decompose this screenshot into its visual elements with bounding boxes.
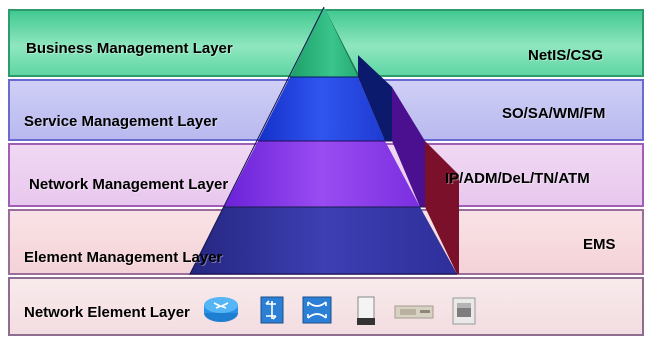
pyramid-side-service	[358, 55, 392, 141]
switch-icon	[260, 296, 284, 324]
pyramid-network-segment	[224, 141, 420, 207]
crossconnect-icon	[302, 296, 332, 324]
business-layer-label: Business Management Layer	[26, 40, 233, 57]
server-icon	[357, 296, 375, 325]
rack-equipment-icon	[394, 305, 434, 319]
element-layer-label: Element Management Layer	[24, 249, 223, 266]
pyramid-side-business	[324, 7, 360, 77]
pyramid-business-segment	[290, 7, 360, 77]
pyramid-element-segment	[190, 207, 457, 274]
network-element-layer-label: Network Element Layer	[24, 304, 190, 321]
router-icon	[204, 297, 238, 322]
element-systems-label: EMS	[583, 236, 616, 253]
pyramid-side-element	[425, 141, 459, 274]
pyramid-service-segment	[258, 77, 385, 141]
network-systems-label: IP/ADM/DeL/TN/ATM	[445, 170, 590, 187]
network-layer-label: Network Management Layer	[29, 176, 229, 193]
device-icon	[452, 297, 476, 325]
business-systems-label: NetIS/CSG	[528, 47, 604, 64]
service-systems-label: SO/SA/WM/FM	[502, 105, 606, 122]
pyramid-side-network	[392, 87, 425, 207]
service-layer-label: Service Management Layer	[24, 113, 218, 130]
